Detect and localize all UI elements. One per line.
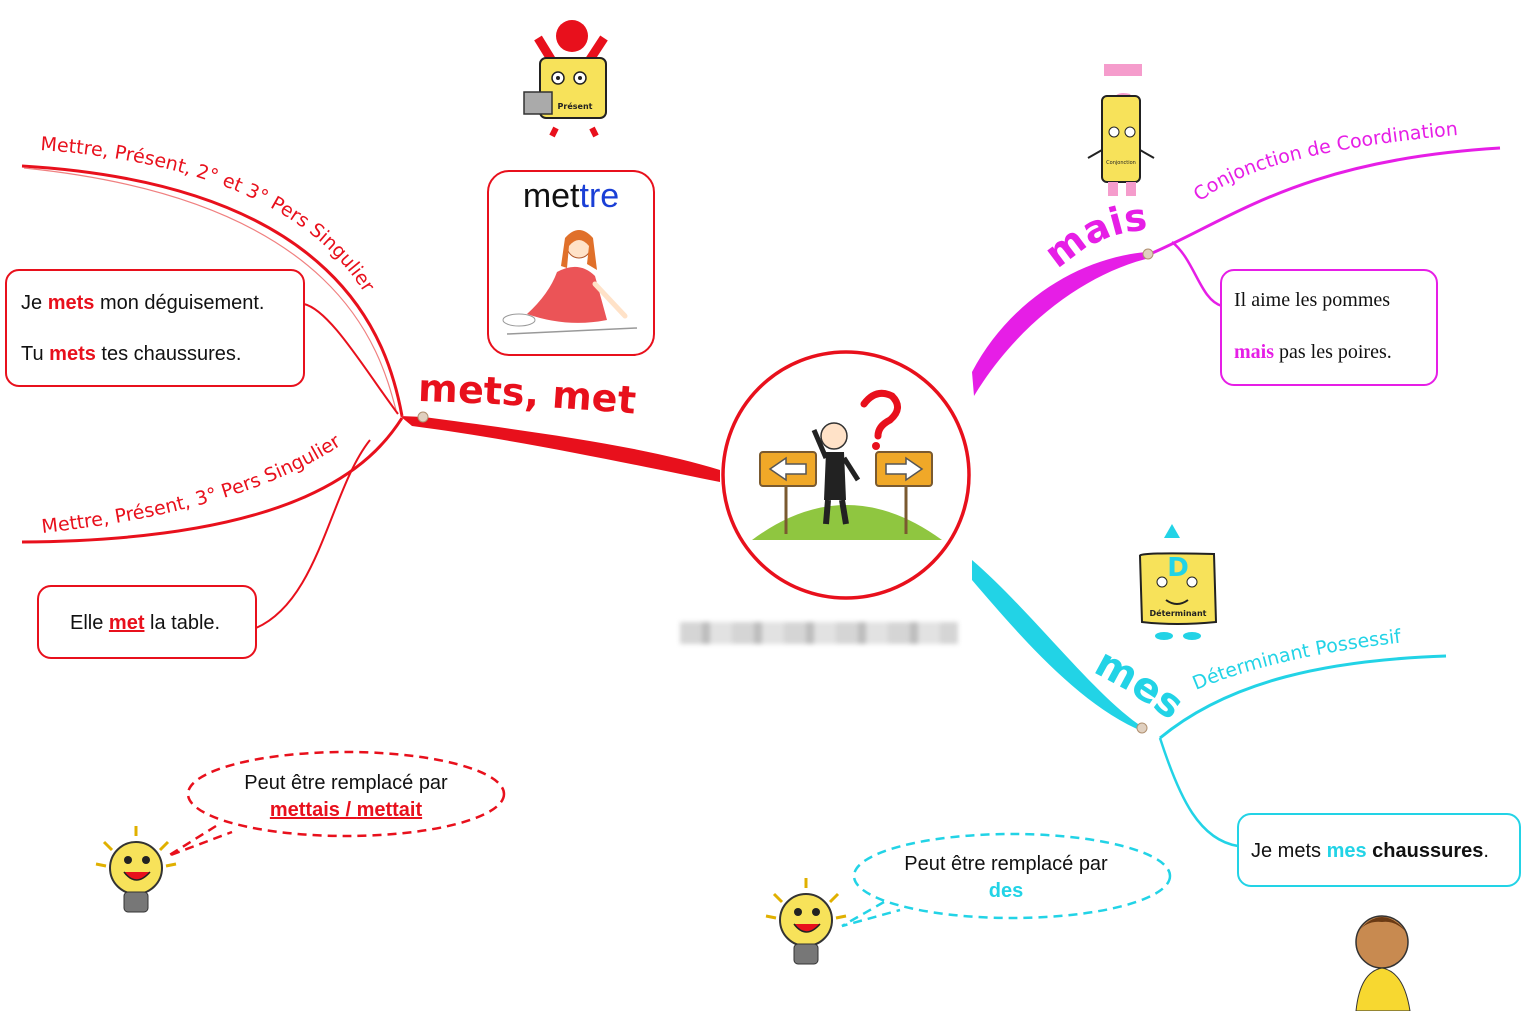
mais-hl: mais bbox=[1234, 341, 1274, 363]
mets-sub-lower: Mettre, Présent, 3° Pers Singulier bbox=[40, 430, 344, 538]
verb-present-label: Présent bbox=[558, 101, 593, 111]
tip-red-hl1: mettais bbox=[269, 799, 340, 821]
mes-main-branch bbox=[972, 560, 1144, 732]
determiner-character-icon: D Déterminant bbox=[1138, 524, 1218, 640]
mais-node bbox=[1142, 248, 1154, 260]
verb-present-character-icon: Présent bbox=[523, 20, 608, 138]
mets-example-box-bottom: Elle met la table. bbox=[37, 585, 257, 659]
mais-title: mais bbox=[1036, 195, 1149, 276]
lightbulb-icon-cyan-tip bbox=[765, 878, 847, 965]
mets-connector-upper-inner bbox=[23, 167, 397, 411]
boy-tying-shoes-icon bbox=[1355, 915, 1411, 1011]
verb-card-word: mettre bbox=[522, 177, 620, 215]
mets-connector-ex3 bbox=[255, 439, 371, 629]
mets-example-box-top: Je mets mon déguisement. Tu mets tes cha… bbox=[5, 269, 305, 387]
mets-hl-2: mets bbox=[49, 343, 96, 365]
center-image bbox=[721, 350, 971, 600]
mets-hl-1: mets bbox=[47, 292, 95, 314]
blurred-caption bbox=[680, 622, 958, 644]
mets-example-2: Tu mets tes chaussures. bbox=[21, 343, 242, 365]
mets-title: mets, met bbox=[417, 366, 637, 423]
mets-example-1: Je mets mon déguisement. bbox=[21, 292, 265, 314]
mets-node bbox=[417, 411, 429, 423]
determiner-label: Déterminant bbox=[1150, 608, 1207, 618]
mets-main-branch bbox=[400, 416, 720, 482]
mes-connector-ex bbox=[1158, 737, 1239, 848]
mais-main-branch bbox=[972, 252, 1150, 396]
mes-connector-sub bbox=[1159, 654, 1447, 740]
mais-example-line1: Il aime les pommes bbox=[1234, 289, 1391, 311]
mais-connector-ex bbox=[1171, 241, 1223, 308]
mets-connector-ex1 bbox=[303, 303, 399, 415]
mais-sub: Conjonction de Coordination bbox=[1190, 118, 1459, 206]
mets-connector-upper bbox=[21, 164, 404, 417]
mets-hl-3: met bbox=[108, 612, 145, 634]
mes-example: Je mets mes chaussures. bbox=[1251, 840, 1489, 862]
tip-bubble-cyan bbox=[841, 832, 1172, 928]
determiner-d-glyph: D bbox=[1167, 553, 1189, 583]
conjunction-label: Conjonction bbox=[1106, 160, 1136, 166]
mets-example-3: Elle met la table. bbox=[70, 612, 221, 634]
mais-connector-sub bbox=[1149, 146, 1501, 256]
mes-node bbox=[1136, 722, 1148, 734]
tip-cyan-text: Peut être remplacé par des bbox=[856, 851, 1156, 905]
conjunction-character-icon: Conjonction bbox=[1087, 64, 1155, 196]
tip-red-hl2: mettait bbox=[356, 799, 423, 821]
crossroads-man-icon bbox=[752, 389, 942, 540]
girl-setting-table-icon bbox=[502, 230, 638, 335]
verb-card-mettre: mettre bbox=[487, 170, 655, 356]
tip-cyan-hl: des bbox=[988, 880, 1024, 902]
mets-connector-lower bbox=[21, 417, 404, 544]
tip-bubble-red bbox=[167, 750, 506, 858]
mes-title: mes bbox=[1087, 640, 1192, 729]
lightbulb-icon-red-tip bbox=[95, 826, 177, 913]
mes-example-box: Je mets mes chaussures. bbox=[1237, 813, 1521, 887]
mais-example-line2: mais pas les poires. bbox=[1234, 341, 1392, 363]
tip-red-text: Peut être remplacé par mettais / mettait bbox=[244, 772, 448, 821]
mais-example-box: Il aime les pommes mais pas les poires. bbox=[1220, 269, 1438, 386]
mes-hl: mes bbox=[1326, 840, 1367, 862]
